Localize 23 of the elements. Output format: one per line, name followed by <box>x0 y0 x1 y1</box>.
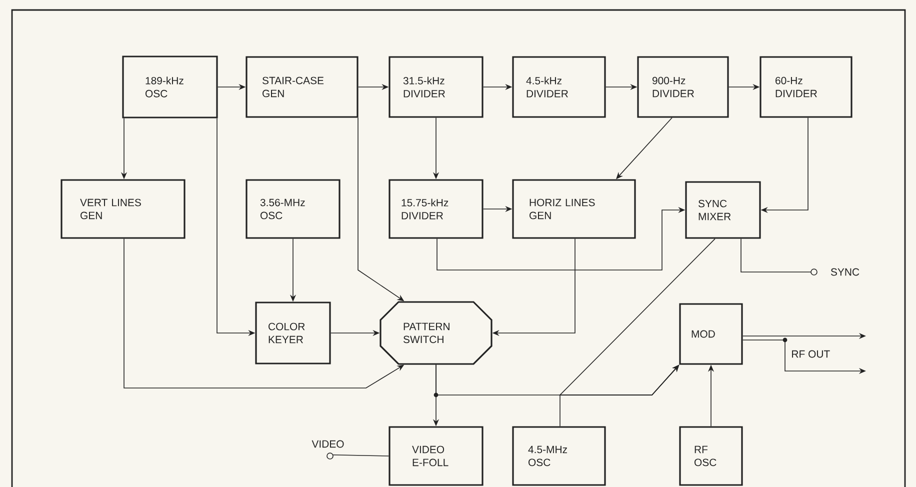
block-box: 15.75-kHz DIVIDER <box>388 179 484 239</box>
block-box: 31.5-kHz DIVIDER <box>388 56 484 118</box>
terminal: VIDEO <box>312 440 344 460</box>
block-box: COLOR KEYER <box>255 302 331 364</box>
block-box: RF OSC <box>679 426 743 486</box>
connector-arrow <box>559 238 716 396</box>
block-box: 4.5-MHz OSC <box>512 426 606 486</box>
block-box: VERT LINES GEN <box>60 179 186 239</box>
node-label: SYNC <box>830 268 860 276</box>
terminal: SYNC <box>810 268 860 276</box>
octagon-box: PATTERN SWITCH <box>380 301 492 365</box>
block-box: 4.5-kHz DIVIDER <box>512 56 606 118</box>
block-box: 60-Hz DIVIDER <box>760 56 852 118</box>
output-label: RF OUT <box>792 350 830 358</box>
block-box: 900-Hz DIVIDER <box>637 56 729 118</box>
block-box: HORIZ LINES GEN <box>512 179 636 239</box>
block-box: STAIR-CASE GEN <box>246 56 358 118</box>
block-box: MOD <box>679 303 743 365</box>
block-box: 189-kHz OSC <box>122 56 218 118</box>
block-box: VIDEO E-FOLL <box>388 426 484 486</box>
block-box: SYNC MIXER <box>685 181 761 239</box>
block-box: 3.56-MHz OSC <box>246 179 340 239</box>
node-label: VIDEO <box>312 440 344 448</box>
